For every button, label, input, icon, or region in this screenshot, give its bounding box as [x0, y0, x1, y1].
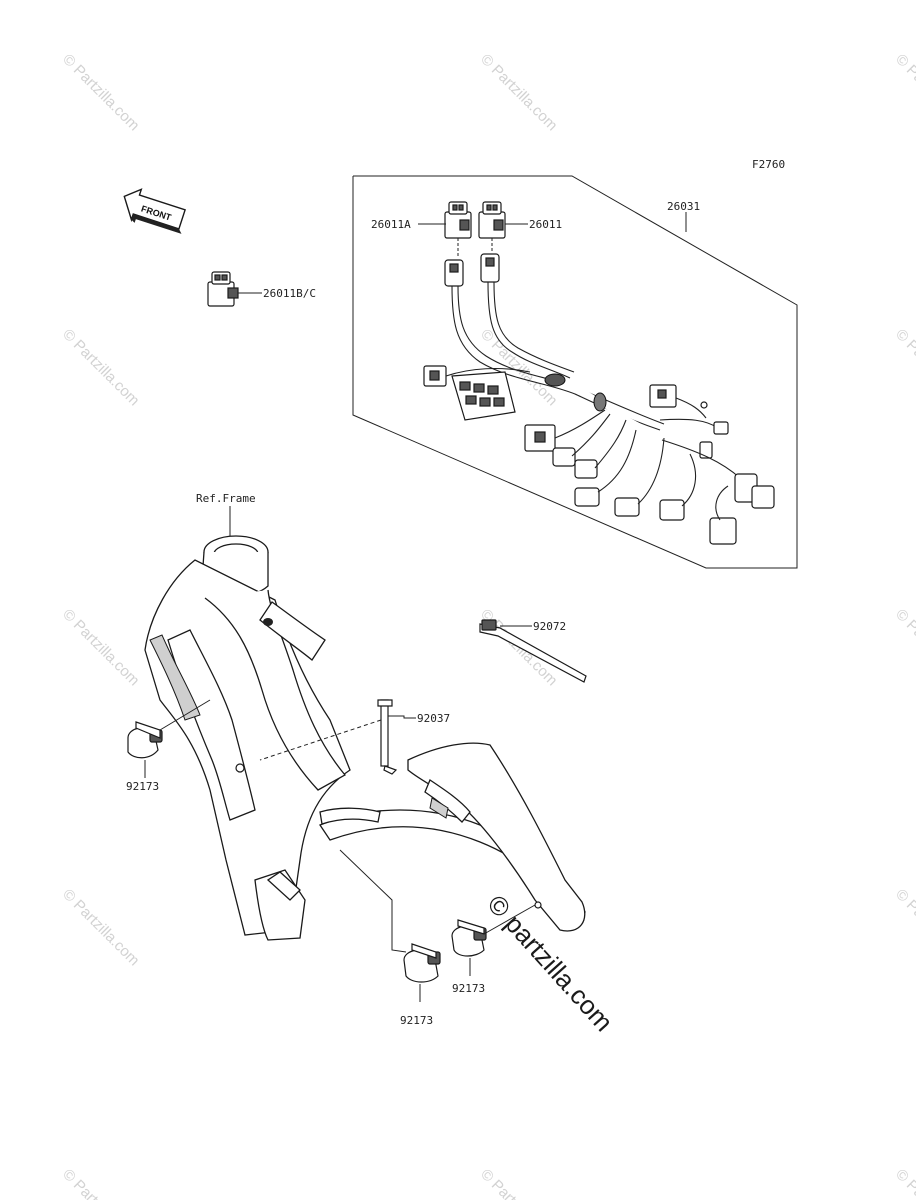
harness-group-outline — [352, 175, 798, 569]
watermark: © Partzilla.com — [892, 51, 916, 134]
figure-code: F2760 — [752, 158, 785, 171]
watermark: © Partzilla.com — [892, 1166, 916, 1200]
callout-26011: 26011 — [529, 218, 562, 231]
watermark: © Partzilla.com — [892, 326, 916, 409]
motorcycle-frame — [144, 535, 586, 941]
clamp-92173-left[interactable] — [127, 721, 163, 759]
callout-26031: 26031 — [667, 200, 700, 213]
clamp-92173-right[interactable] — [451, 919, 487, 957]
band-92072[interactable] — [479, 619, 587, 683]
watermark: © Partzilla.com — [892, 606, 916, 689]
watermark: © Partzilla.com — [477, 51, 560, 134]
callout-92037: 92037 — [417, 712, 450, 725]
front-arrow-icon: FRONT — [123, 188, 186, 234]
callout-26011bc: 26011B/C — [263, 287, 316, 300]
watermark: © Partzilla.com — [59, 606, 142, 689]
clamp-92173-bottom[interactable] — [403, 943, 441, 983]
watermark: © Partzilla.com — [59, 326, 142, 409]
bracket-92037[interactable] — [377, 699, 398, 775]
connector-26011bc[interactable] — [207, 271, 262, 307]
watermark: © Partzilla.com — [59, 1166, 142, 1200]
callout-92173-right: 92173 — [452, 982, 485, 995]
wire-harness-26031[interactable] — [423, 253, 775, 545]
callout-92072: 92072 — [533, 620, 566, 633]
callout-92173-bottom: 92173 — [400, 1014, 433, 1027]
callout-26011a: 26011A — [371, 218, 411, 231]
watermark: © Partzilla.com — [59, 886, 142, 969]
watermark: © Partzilla.com — [477, 1166, 560, 1200]
watermark: © Partzilla.com — [892, 886, 916, 969]
watermark: © Partzilla.com — [59, 51, 142, 134]
callout-92173-left: 92173 — [126, 780, 159, 793]
connector-26011a[interactable] — [444, 201, 472, 239]
ref-frame-label: Ref.Frame — [196, 492, 256, 505]
ecu-connector — [451, 371, 516, 421]
connector-26011[interactable] — [478, 201, 506, 239]
